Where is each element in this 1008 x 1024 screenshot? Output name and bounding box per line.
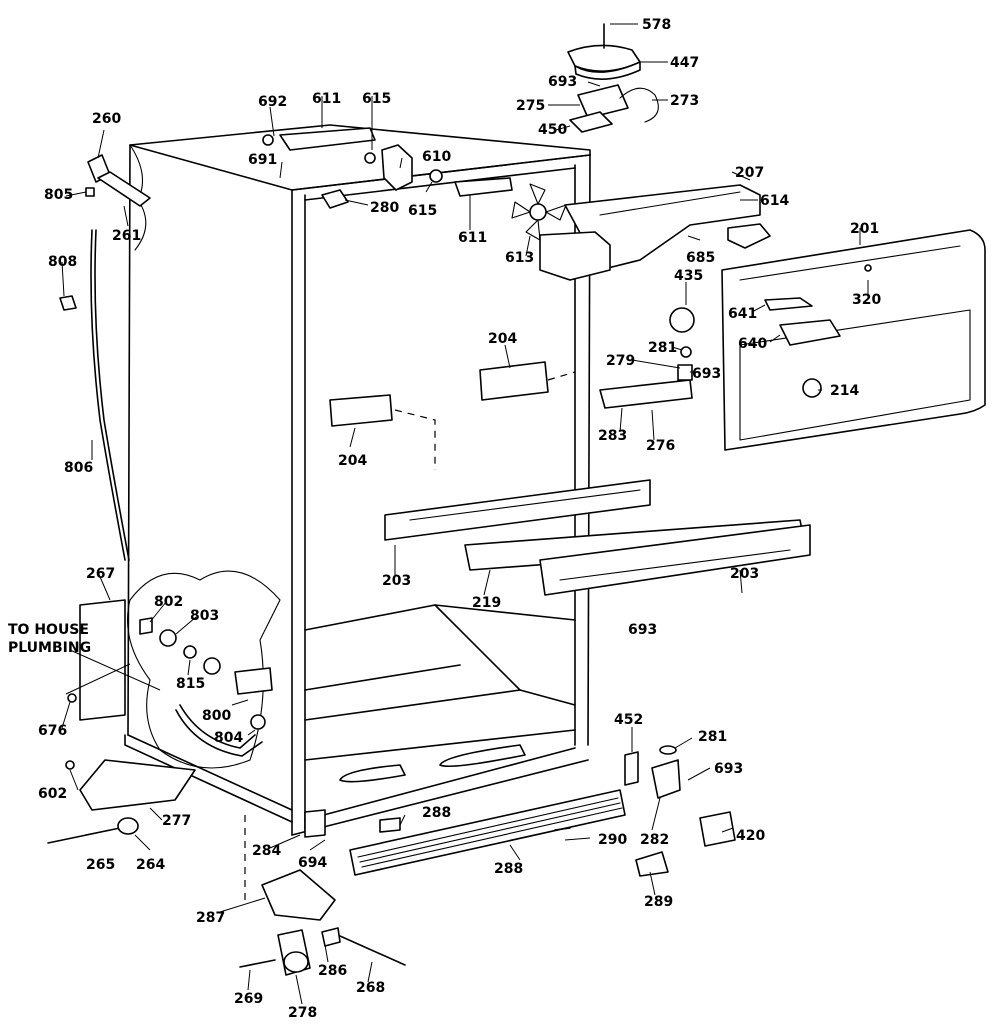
water-line-assembly — [59, 154, 151, 561]
label-264: 264 — [136, 857, 165, 873]
part-number-labels: 578 447 693 273 275 450 207 614 685 201 … — [8, 17, 881, 1021]
shelf-rails — [384, 479, 811, 596]
label-803: 803 — [190, 608, 219, 624]
label-281: 281 — [648, 340, 677, 356]
label-693: 693 — [692, 366, 721, 382]
label-268: 268 — [356, 980, 385, 996]
label-802: 802 — [154, 594, 183, 610]
label-694: 694 — [298, 855, 327, 871]
label-805: 805 — [44, 187, 73, 203]
label-283: 283 — [598, 428, 627, 444]
label-278: 278 — [288, 1005, 317, 1021]
bottom-grille-288 — [304, 789, 626, 876]
label-275: 275 — [516, 98, 545, 114]
label-615: 615 — [362, 91, 391, 107]
label-806: 806 — [64, 460, 93, 476]
label-287: 287 — [196, 910, 225, 926]
label-269: 269 — [234, 991, 263, 1007]
label-611: 611 — [312, 91, 341, 107]
bottom-right-parts — [624, 745, 736, 877]
label-685: 685 — [686, 250, 715, 266]
label-450: 450 — [538, 122, 567, 138]
label-203: 203 — [382, 573, 411, 589]
label-203: 203 — [730, 566, 759, 582]
caster-assembly — [239, 815, 406, 976]
label-804: 804 — [214, 730, 243, 746]
label-204: 204 — [488, 331, 517, 347]
lower-left-parts — [47, 599, 196, 844]
label-282: 282 — [640, 832, 669, 848]
label-692: 692 — [258, 94, 287, 110]
label-435: 435 — [674, 268, 703, 284]
label-207: 207 — [735, 165, 764, 181]
label-288: 288 — [494, 861, 523, 877]
label-613: 613 — [505, 250, 534, 266]
label-602: 602 — [38, 786, 67, 802]
label-289: 289 — [644, 894, 673, 910]
label-320: 320 — [852, 292, 881, 308]
label-273: 273 — [670, 93, 699, 109]
label-277: 277 — [162, 813, 191, 829]
label-286: 286 — [318, 963, 347, 979]
label-280: 280 — [370, 200, 399, 216]
label-808: 808 — [48, 254, 77, 270]
label-276: 276 — [646, 438, 675, 454]
label-201: 201 — [850, 221, 879, 237]
label-578: 578 — [642, 17, 671, 33]
rear-panel-201 — [721, 229, 986, 451]
label-447: 447 — [670, 55, 699, 71]
label-420: 420 — [736, 828, 765, 844]
label-284: 284 — [252, 843, 281, 859]
label-290: 290 — [598, 832, 627, 848]
label-641: 641 — [728, 306, 757, 322]
label-610: 610 — [422, 149, 451, 165]
cabinet-shell — [124, 124, 591, 836]
fan-blade-613 — [511, 183, 567, 241]
label-288: 288 — [422, 805, 451, 821]
label-693: 693 — [548, 74, 577, 90]
house-plumbing-callout-line2: PLUMBING — [8, 640, 91, 656]
label-279: 279 — [606, 353, 635, 369]
label-452: 452 — [614, 712, 643, 728]
top-hinge-assembly — [262, 23, 771, 281]
label-204: 204 — [338, 453, 367, 469]
label-676: 676 — [38, 723, 67, 739]
plumbing-cutaway — [127, 570, 281, 769]
label-267: 267 — [86, 566, 115, 582]
label-615: 615 — [408, 203, 437, 219]
middle-brackets — [329, 307, 695, 470]
label-691: 691 — [248, 152, 277, 168]
label-815: 815 — [176, 676, 205, 692]
label-260: 260 — [92, 111, 121, 127]
label-693: 693 — [714, 761, 743, 777]
leader-lines — [61, 23, 869, 1005]
label-640: 640 — [738, 336, 767, 352]
label-214: 214 — [830, 383, 859, 399]
label-219: 219 — [472, 595, 501, 611]
label-693: 693 — [628, 622, 657, 638]
house-plumbing-callout-line1: TO HOUSE — [8, 622, 89, 638]
label-261: 261 — [112, 228, 141, 244]
label-614: 614 — [760, 193, 789, 209]
label-281: 281 — [698, 729, 727, 745]
label-800: 800 — [202, 708, 231, 724]
label-265: 265 — [86, 857, 115, 873]
label-611: 611 — [458, 230, 487, 246]
